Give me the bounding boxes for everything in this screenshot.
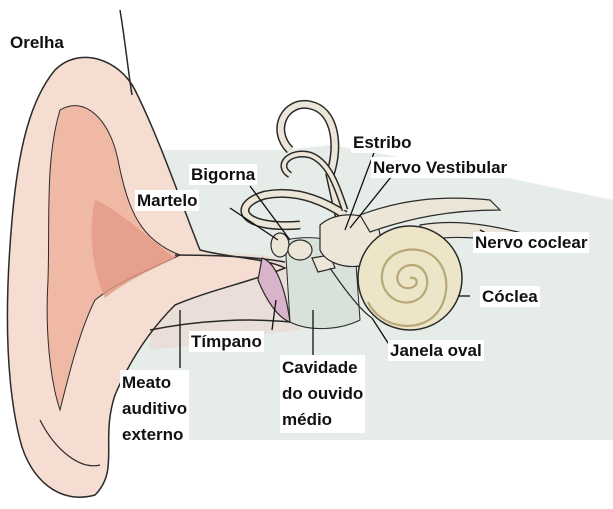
label-cavidade-line-3: médio xyxy=(282,407,363,433)
label-bigorna: Bigorna xyxy=(189,164,257,185)
label-meato-line-1: Meato xyxy=(122,370,187,396)
label-coclea: Cóclea xyxy=(480,286,540,307)
label-cavidade-ouvido-medio: Cavidade do ouvido médio xyxy=(280,355,365,433)
label-janela-oval: Janela oval xyxy=(388,340,484,361)
label-meato-line-3: externo xyxy=(122,422,187,448)
label-orelha: Orelha xyxy=(8,32,66,53)
label-nervo-coclear: Nervo coclear xyxy=(473,232,589,253)
label-cavidade-line-1: Cavidade xyxy=(282,355,363,381)
label-martelo: Martelo xyxy=(135,190,199,211)
label-estribo: Estribo xyxy=(351,132,414,153)
anvil-ossicle xyxy=(288,240,312,260)
label-meato-line-2: auditivo xyxy=(122,396,187,422)
label-nervo-vestibular: Nervo Vestibular xyxy=(371,157,509,178)
label-timpano: Tímpano xyxy=(189,331,264,352)
label-cavidade-line-2: do ouvido xyxy=(282,381,363,407)
label-meato-auditivo-externo: Meato auditivo externo xyxy=(120,370,189,448)
